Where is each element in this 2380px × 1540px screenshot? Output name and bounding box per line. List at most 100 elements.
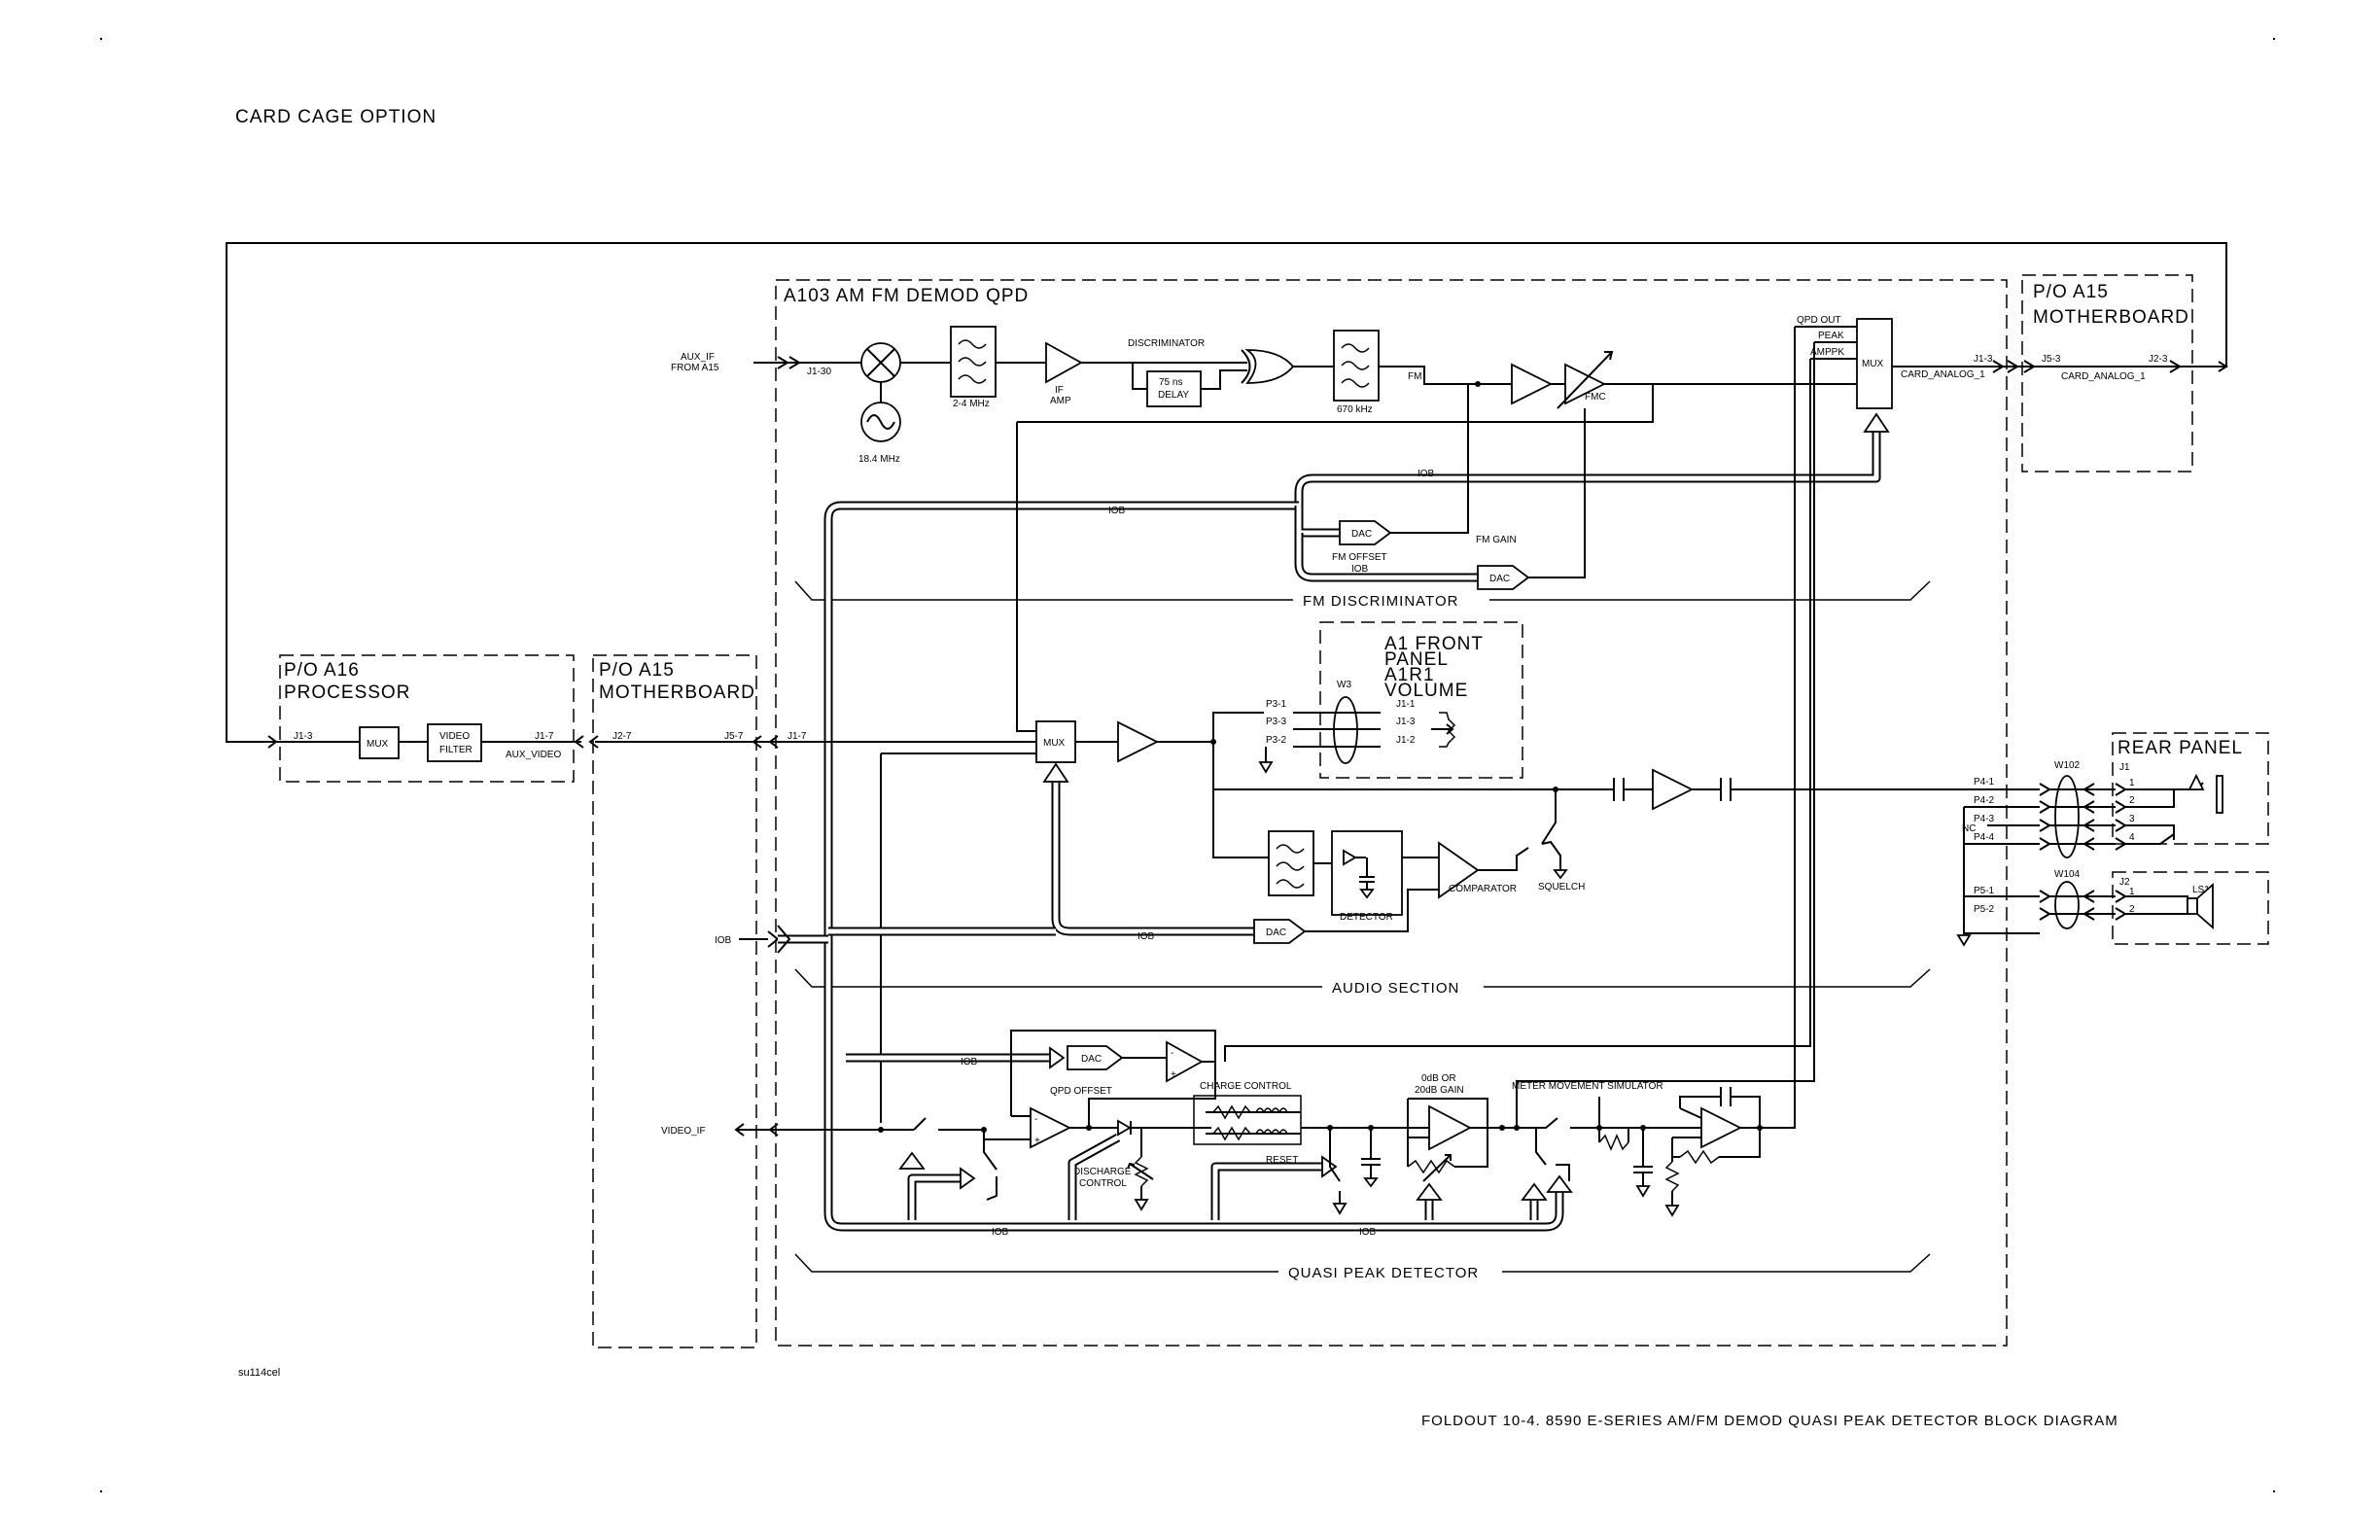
a15-left-subtitle: MOTHERBOARD: [599, 682, 755, 703]
qpd-offset-dac-label: DAC: [1081, 1054, 1102, 1065]
j5-3-label: J5-3: [2042, 354, 2061, 365]
audio-section-divider: AUDIO SECTION: [794, 968, 1931, 997]
p4-3-label: P4-3: [1974, 814, 1995, 824]
a1-label-2: PANEL: [1384, 649, 1449, 670]
svg-text:-: -: [1034, 1114, 1037, 1125]
discharge-label-2: CONTROL: [1079, 1178, 1127, 1189]
gain-label-2: 20dB GAIN: [1415, 1085, 1464, 1096]
j1-30-label: J1-30: [807, 367, 831, 377]
iob-label-qpd: IOB: [961, 1057, 978, 1068]
qpd-offset-bus: [846, 1046, 1066, 1069]
iob-label-bottom-1: IOB: [992, 1227, 1009, 1238]
iob-label-bottom-2: IOB: [1359, 1227, 1377, 1238]
fm-offset-dac-label: DAC: [1351, 529, 1372, 540]
card-analog-loop: [226, 242, 2227, 743]
headphone-jack-icon: [2125, 773, 2223, 845]
if-amp-icon: [1045, 341, 1083, 384]
mux-select-bus: [1294, 412, 1890, 506]
gain-amp-icon: [1428, 1104, 1472, 1151]
w104-cable: [2039, 881, 2095, 929]
fm-amp-icon: [1511, 363, 1554, 405]
corner-marks: [100, 38, 2275, 1492]
qpd-divider: QUASI PEAK DETECTOR: [794, 1253, 1931, 1281]
fm-offset-label: FM OFFSET: [1332, 552, 1387, 563]
p5-2-label: P5-2: [1974, 904, 1995, 915]
nc-label: NC: [1962, 823, 1976, 834]
video-mux-select-bus: [1042, 762, 1254, 936]
a16-mux-label: MUX: [367, 739, 389, 750]
a15-j2-7: J2-7: [612, 731, 632, 742]
rear-j2-label: J2: [2119, 877, 2130, 888]
j1-2-label-vol: J1-2: [1396, 735, 1416, 746]
j1-1-label: J1-1: [1396, 699, 1416, 710]
discharge-label-1: DISCHARGE: [1073, 1167, 1132, 1177]
a1-front-panel-box: [1319, 621, 1523, 779]
a16-subtitle: PROCESSOR: [284, 682, 410, 703]
video-if-label: VIDEO_IF: [661, 1126, 706, 1137]
bandpass-filter-2-4-icon: [950, 326, 997, 398]
rear-j2-pin2: 2: [2129, 904, 2135, 915]
a15-top-subtitle: MOTHERBOARD: [2033, 307, 2189, 328]
fm-gain-dac-label: DAC: [1489, 574, 1510, 584]
card-analog-label-a103: CARD_ANALOG_1: [1901, 369, 1985, 380]
if-amp-label-1: IF: [1055, 385, 1064, 396]
delay-block: [1146, 370, 1202, 407]
fm-gain-dac: [1477, 565, 1530, 590]
video-filter-block: [427, 723, 482, 762]
filter-670-label: 670 kHz: [1337, 404, 1373, 415]
p4-1-label: P4-1: [1974, 777, 1995, 788]
p4-4-label: P4-4: [1974, 832, 1995, 843]
gain-label-1: 0dB OR: [1421, 1073, 1456, 1084]
a103-j1-7: J1-7: [788, 731, 807, 742]
a15-j5-7: J5-7: [724, 731, 744, 742]
comparator-icon: [1438, 841, 1480, 899]
a103-title: A103 AM FM DEMOD QPD: [784, 286, 1029, 306]
qpd-input-amp-icon: - +: [1030, 1106, 1072, 1149]
iob-input-bus: [777, 925, 828, 954]
if-amp-label-2: AMP: [1050, 396, 1071, 406]
video-filter-label-1: VIDEO: [439, 731, 470, 742]
w3-cable: [1333, 696, 1358, 764]
j1-3-label-a103: J1-3: [1974, 354, 1993, 365]
amppk-label: AMPPK: [1810, 347, 1844, 358]
iob-label-fm-gain: IOB: [1351, 564, 1369, 575]
aux-if-from-label: FROM A15: [671, 363, 719, 373]
audio-section-label: AUDIO SECTION: [1332, 980, 1459, 997]
fmc-label: FMC: [1585, 392, 1606, 402]
meter-sim-label: METER MOVEMENT SIMULATOR: [1512, 1081, 1663, 1092]
iob-label-audio: IOB: [1138, 931, 1155, 942]
rear-j1-pin1: 1: [2129, 778, 2135, 788]
meter-amp-icon: [1700, 1106, 1743, 1149]
svg-text:-: -: [1171, 1048, 1173, 1059]
qpd-section-label: QUASI PEAK DETECTOR: [1288, 1265, 1479, 1281]
rear-panel-box-2: [2112, 871, 2269, 945]
iob-bus-bottom: [842, 1174, 1573, 1232]
iob-label-fm: IOB: [1108, 506, 1126, 516]
a1-label-4: VOLUME: [1384, 681, 1468, 701]
filter-2-4-label: 2-4 MHz: [953, 399, 990, 409]
a15-top-box: [2021, 274, 2193, 472]
squelch-dac: [1253, 919, 1307, 944]
w104-label: W104: [2054, 869, 2081, 880]
delay-label-1: 75 ns: [1159, 377, 1182, 388]
osc-label: 18.4 MHz: [858, 454, 900, 465]
p3-3-label: P3-3: [1266, 717, 1287, 727]
fm-label: FM: [1408, 371, 1421, 382]
a103-box: [775, 279, 2008, 1347]
svg-text:+: +: [1171, 1069, 1176, 1080]
j1-3-label-vol: J1-3: [1396, 717, 1416, 727]
peak-label: PEAK: [1818, 331, 1844, 341]
p3-1-label: P3-1: [1266, 699, 1287, 710]
qpd-switch-bus: [898, 1151, 976, 1220]
qpd-offset-dac: [1067, 1045, 1124, 1070]
output-mux: [1856, 318, 1893, 409]
qpd-out-label: QPD OUT: [1797, 315, 1841, 326]
reset-label: RESET: [1266, 1155, 1298, 1166]
detector-block: [1331, 830, 1403, 916]
audio-filter-icon: [1268, 830, 1314, 896]
qpd-offset-label: QPD OFFSET: [1050, 1086, 1112, 1097]
discharge-control-bus: [1068, 1134, 1121, 1220]
aux-video-label: AUX_VIDEO: [506, 750, 561, 760]
w102-cable: [2039, 775, 2095, 858]
